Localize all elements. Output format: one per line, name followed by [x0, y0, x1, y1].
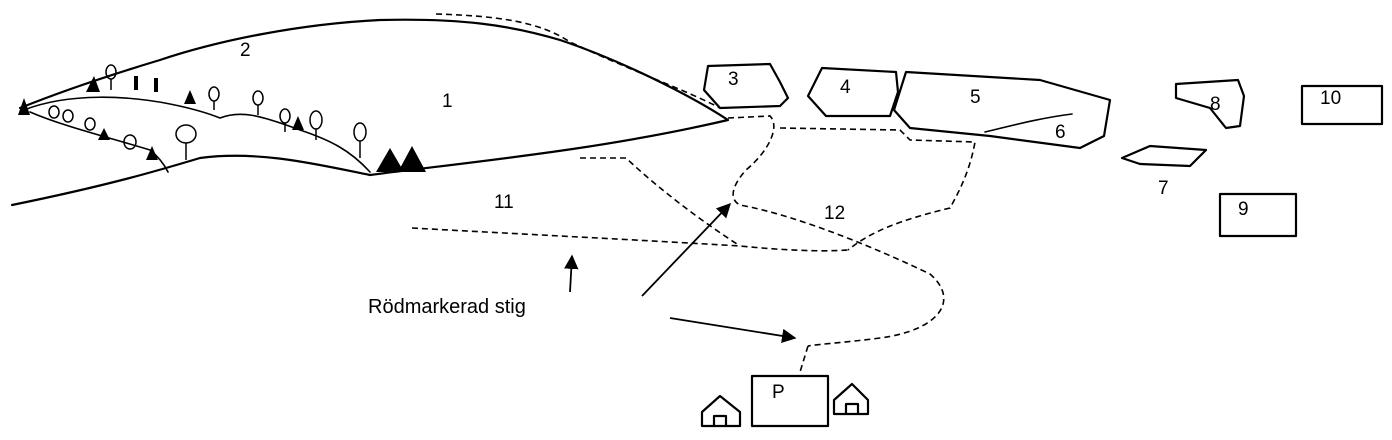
block-10 — [1300, 84, 1384, 126]
arrow — [564, 254, 579, 293]
area-label-1: 1 — [442, 91, 453, 112]
area-label-2: 2 — [240, 40, 251, 61]
area-label-6: 6 — [1055, 122, 1066, 143]
block-6-line — [984, 113, 1073, 133]
area-label-10: 10 — [1320, 88, 1341, 109]
slope-line — [23, 96, 371, 173]
arrow — [669, 317, 797, 344]
block-7 — [1120, 144, 1208, 168]
area-label-5: 5 — [970, 87, 981, 108]
area-label-3: 3 — [728, 69, 739, 90]
trail-dashed — [580, 157, 741, 247]
area-label-9: 9 — [1238, 199, 1249, 220]
area-label-12: 12 — [824, 203, 845, 224]
trail-dashed — [779, 127, 976, 251]
block-8 — [1174, 78, 1246, 130]
house-icon — [700, 394, 742, 428]
trail-dashed — [799, 345, 809, 373]
block-5 — [892, 70, 1112, 150]
trees — [18, 64, 426, 172]
block-3 — [702, 62, 790, 110]
parking-lot — [750, 374, 830, 428]
hill-outline — [10, 18, 730, 207]
trail-dashed — [411, 227, 849, 252]
area-label-7: 7 — [1158, 178, 1169, 199]
trail-label: Rödmarkerad stig — [368, 296, 526, 318]
block-4 — [806, 66, 900, 118]
block-9 — [1218, 192, 1298, 238]
area-label-11: 11 — [494, 192, 514, 213]
arrow — [641, 202, 731, 297]
house-icon — [832, 382, 870, 416]
area-label-8: 8 — [1210, 94, 1221, 115]
road-dashed — [435, 13, 721, 109]
area-label-4: 4 — [840, 77, 851, 98]
parking-label: P — [772, 382, 785, 403]
slope-line — [29, 111, 169, 173]
trail-dashed — [727, 115, 945, 347]
